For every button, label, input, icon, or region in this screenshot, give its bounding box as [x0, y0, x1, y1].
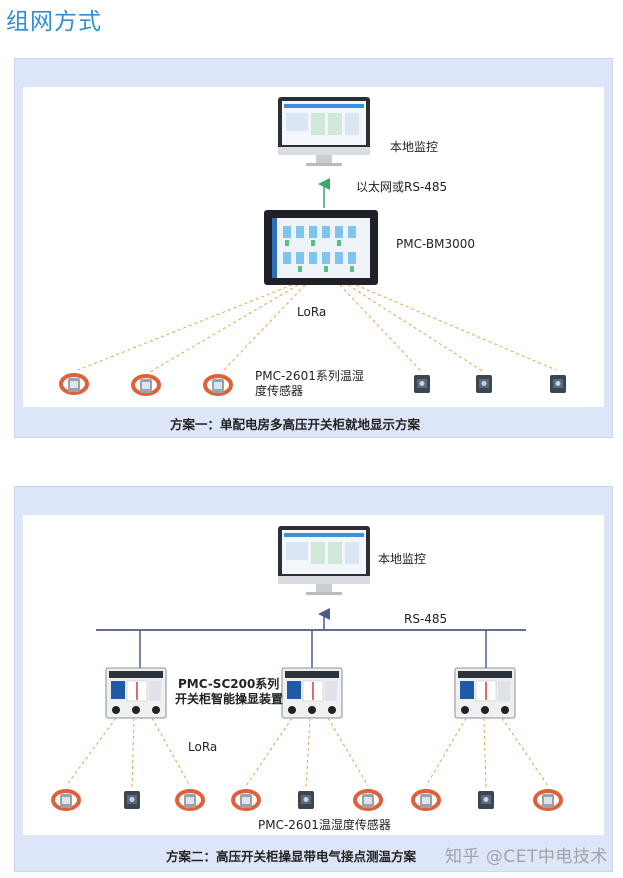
scheme2-monitor-label: 本地监控 [378, 552, 427, 566]
scheme2-lora-links [65, 717, 549, 789]
scheme2-sensor-label: PMC-2601温湿度传感器 [258, 818, 391, 832]
scheme1-lora-label: LoRa [297, 305, 327, 319]
scheme1-sensor-label: PMC-2601系列温湿度传感器 [255, 369, 364, 398]
scheme2-device-label-line2: 开关柜智能操显装置 [175, 692, 284, 706]
scheme2-sensors [51, 789, 563, 811]
watermark: 知乎 @CET中电技术 [445, 847, 608, 867]
scheme1-gateway [264, 210, 378, 285]
scheme2-bus-label: RS-485 [404, 612, 448, 626]
scheme1-caption: 方案一：单配电房多高压开关柜就地显示方案 [170, 417, 421, 432]
scheme1-monitor [278, 97, 370, 166]
scheme2-device-label-line1: PMC-SC200系列 [178, 677, 280, 691]
scheme2-monitor [278, 526, 370, 595]
scheme2-devices [105, 667, 516, 719]
scheme1-lora-links [77, 284, 557, 373]
bus-drops [139, 630, 487, 668]
scheme2-caption: 方案二：高压开关柜操显带电气接点测温方案 [166, 849, 417, 864]
scheme1-monitor-label: 本地监控 [390, 140, 439, 154]
scheme1-gateway-label: PMC-BM3000 [396, 237, 475, 251]
page-heading: 组网方式 [6, 9, 102, 35]
scheme2-lora-label: LoRa [188, 740, 218, 754]
scheme1-link-label: 以太网或RS-485 [356, 180, 448, 194]
